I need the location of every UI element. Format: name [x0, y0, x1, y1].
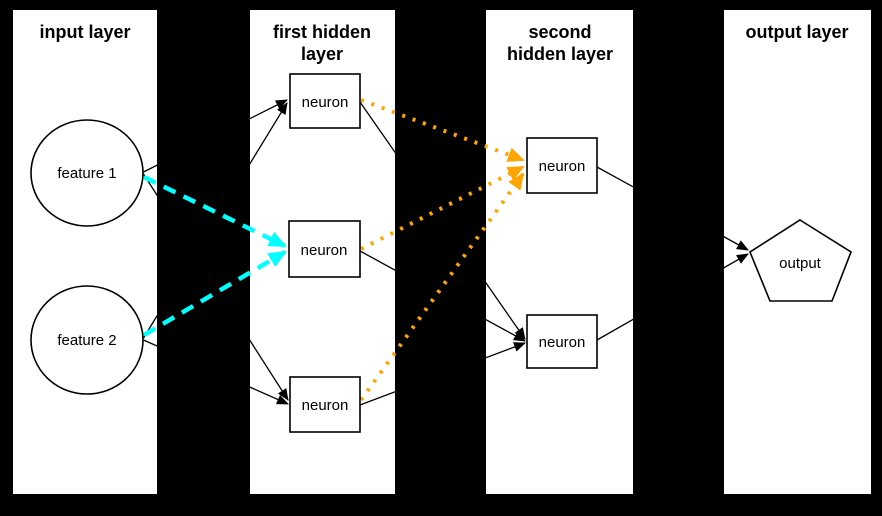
node-hidden1-middle-label: neuron — [301, 242, 348, 259]
node-output — [749, 219, 852, 302]
edge-feature2-to-hidden1-bottom — [143, 339, 289, 405]
edge-hidden1-top-to-hidden2-top — [360, 98, 525, 162]
input-layer-title: input layer — [39, 22, 130, 42]
node-output-label: output — [779, 255, 822, 272]
edge-feature1-to-hidden1-top — [143, 99, 288, 173]
second-hidden-layer-title: second — [528, 22, 591, 42]
edge-feature2-to-hidden1-middle — [142, 250, 287, 337]
second-hidden-layer-title-2: hidden layer — [507, 44, 613, 64]
node-feature2 — [30, 285, 144, 395]
input-layer-panel — [13, 10, 157, 494]
edge-hidden1-top-to-hidden2-bottom — [359, 101, 526, 340]
edge-hidden1-middle-to-hidden2-top — [360, 165, 525, 251]
edge-feature1-to-hidden1-middle — [143, 174, 287, 249]
output-layer-title: output layer — [745, 22, 848, 42]
node-hidden2-top-label: neuron — [539, 158, 586, 175]
node-feature1 — [30, 119, 144, 227]
edge-hidden2-top-to-output — [596, 166, 749, 251]
node-feature1-label: feature 1 — [57, 165, 116, 182]
edge-hidden2-bottom-to-output — [596, 253, 749, 341]
edge-hidden1-bottom-to-hidden2-top — [359, 172, 525, 402]
node-hidden2-bottom-label: neuron — [539, 334, 586, 351]
edge-feature2-to-hidden1-top — [142, 102, 288, 339]
node-hidden2-top — [526, 137, 598, 194]
edge-hidden1-middle-to-hidden2-bottom — [359, 250, 526, 342]
first-hidden-layer-title-2: layer — [301, 44, 343, 64]
node-hidden1-bottom — [289, 376, 361, 433]
first-hidden-layer-title: first hidden — [273, 22, 371, 42]
second-hidden-layer-panel — [486, 10, 633, 494]
node-hidden1-middle — [288, 220, 361, 278]
node-hidden1-top-label: neuron — [302, 94, 349, 111]
edge-feature1-to-hidden1-bottom — [142, 173, 289, 401]
node-hidden2-bottom — [526, 314, 598, 369]
node-feature2-label: feature 2 — [57, 332, 116, 349]
node-hidden1-bottom-label: neuron — [302, 397, 349, 414]
node-hidden1-top — [289, 73, 361, 129]
edge-hidden1-bottom-to-hidden2-bottom — [359, 342, 526, 406]
